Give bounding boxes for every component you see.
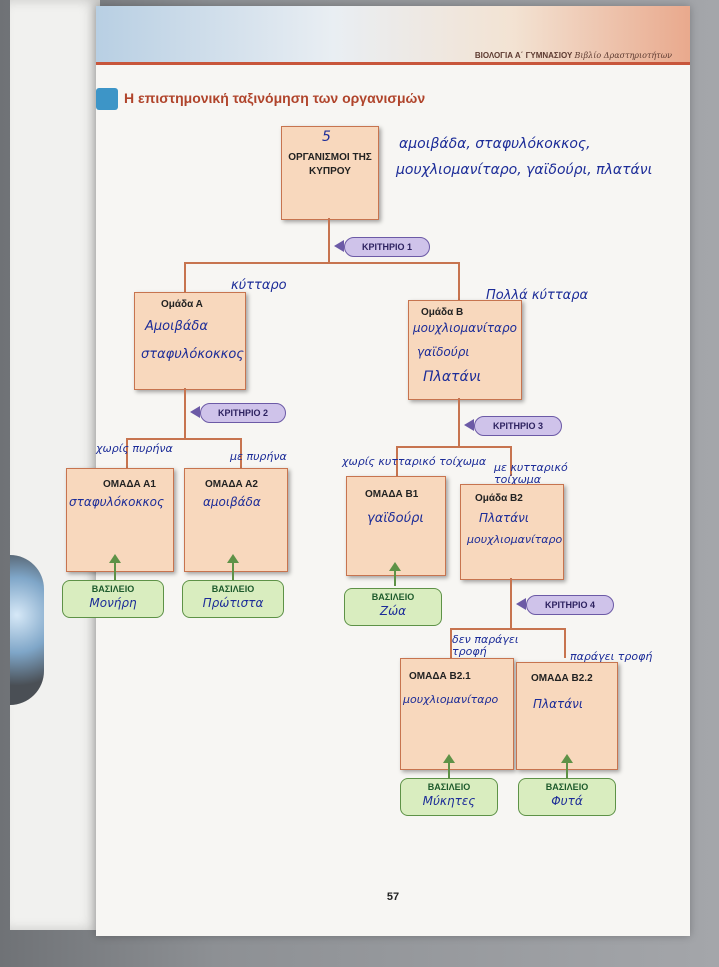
groupA-hw-2: σταφυλόκοκκος xyxy=(141,347,244,362)
connector xyxy=(184,262,460,264)
groupB-hw-3: Πλατάνι xyxy=(423,369,482,385)
header-band xyxy=(96,6,690,64)
criterion-1: ΚΡΙΤΗΡΙΟ 1 xyxy=(344,237,430,257)
connector xyxy=(458,262,460,300)
connector xyxy=(396,446,398,476)
connector xyxy=(510,578,512,628)
groupB2-box: Ομάδα Β2 Πλατάνι μουχλιομανίταρο xyxy=(460,484,564,580)
kingdom-label: ΒΑΣΙΛΕΙΟ xyxy=(371,592,415,602)
kingdom-B1-hw: Ζώα xyxy=(379,604,407,618)
groupB-hw-2: γαϊδούρι xyxy=(417,345,470,359)
groupA2-hw-above: με πυρήνα xyxy=(230,450,287,463)
groupB2-hw-1: Πλατάνι xyxy=(479,511,529,525)
groupB22-hw-above: παράγει τροφή xyxy=(570,650,653,663)
groupB22-box: ΟΜΑΔΑ Β2.2 Πλατάνι xyxy=(516,662,618,770)
criterion-4: ΚΡΙΤΗΡΙΟ 4 xyxy=(526,595,614,615)
criterion-3: ΚΡΙΤΗΡΙΟ 3 xyxy=(474,416,562,436)
groupB-box: Ομάδα Β μουχλιομανίταρο γαϊδούρι Πλατάνι xyxy=(408,300,522,400)
groupB2-hw-above: με κυτταρικό τοίχωμα xyxy=(494,461,568,486)
criterion-arrow xyxy=(190,406,200,418)
groupB1-box: ΟΜΑΔΑ Β1 γαϊδούρι xyxy=(346,476,446,576)
groupB21-hw-above: δεν παράγει τροφή xyxy=(452,633,519,658)
groupA-hw-above: κύτταρο xyxy=(231,278,287,293)
kingdom-A1-hw: Μονήρη xyxy=(89,596,137,610)
criterion-arrow xyxy=(464,419,474,431)
connector xyxy=(450,628,566,630)
up-arrow xyxy=(109,554,121,580)
groupB21-hw: μουχλιομανίταρο xyxy=(403,693,499,706)
kingdom-label: ΒΑΣΙΛΕΙΟ xyxy=(427,782,471,792)
kingdom-B22-hw: Φυτά xyxy=(551,794,583,808)
groupB21-box: ΟΜΑΔΑ Β2.1 μουχλιομανίταρο xyxy=(400,658,514,770)
kingdom-B22: ΒΑΣΙΛΕΙΟ Φυτά xyxy=(518,778,616,816)
connector xyxy=(126,438,242,440)
connector xyxy=(396,446,512,448)
groupA2-label: ΟΜΑΔΑ Α2 xyxy=(205,479,258,490)
groupB22-hw: Πλατάνι xyxy=(533,697,583,711)
groupA1-hw: σταφυλόκοκκος xyxy=(69,495,164,509)
groupB21-label: ΟΜΑΔΑ Β2.1 xyxy=(409,671,471,682)
groupB-hw-above: Πολλά κύτταρα xyxy=(486,288,589,303)
up-arrow xyxy=(443,754,455,778)
up-arrow xyxy=(561,754,573,778)
root-hw-number: 5 xyxy=(322,129,331,145)
left-page xyxy=(10,0,100,930)
groupA-hw-1: Αμοιβάδα xyxy=(145,319,208,334)
root-hw-line-2: μουχλιομανίταρο, γαϊδούρι, πλατάνι xyxy=(396,162,653,178)
groupA2-hw: αμοιβάδα xyxy=(203,495,261,509)
kingdom-A2: ΒΑΣΙΛΕΙΟ Πρώτιστα xyxy=(182,580,284,618)
header-rule xyxy=(96,62,690,65)
connector xyxy=(184,262,186,292)
connector xyxy=(510,446,512,476)
groupA-label: Ομάδα Α xyxy=(161,299,203,310)
criterion-2: ΚΡΙΤΗΡΙΟ 2 xyxy=(200,403,286,423)
connector xyxy=(184,388,186,438)
kingdom-A1: ΒΑΣΙΛΕΙΟ Μονήρη xyxy=(62,580,164,618)
connector xyxy=(240,438,242,468)
up-arrow xyxy=(227,554,239,580)
groupB2-label: Ομάδα Β2 xyxy=(475,493,523,504)
section-icon xyxy=(96,88,118,110)
groupB-label: Ομάδα Β xyxy=(421,307,464,318)
connector xyxy=(450,628,452,658)
groupA-box: Ομάδα Α Αμοιβάδα σταφυλόκοκκος xyxy=(134,292,246,390)
left-page-photo xyxy=(10,555,44,705)
connector xyxy=(564,628,566,658)
groupB22-label: ΟΜΑΔΑ Β2.2 xyxy=(531,673,593,684)
groupB1-label: ΟΜΑΔΑ Β1 xyxy=(365,489,419,500)
groupA1-hw-above: χωρίς πυρήνα xyxy=(96,442,173,455)
groupA1-label: ΟΜΑΔΑ Α1 xyxy=(103,479,156,490)
groupA2-box: ΟΜΑΔΑ Α2 αμοιβάδα xyxy=(184,468,288,572)
kingdom-B21-hw: Μύκητες xyxy=(422,794,476,808)
section-title: Η επιστημονική ταξινόμηση των οργανισμών xyxy=(124,90,426,106)
kingdom-label: ΒΑΣΙΛΕΙΟ xyxy=(91,584,135,594)
root-label: ΟΡΓΑΝΙΣΜΟΙ ΤΗΣ ΚΥΠΡΟΥ xyxy=(288,152,372,177)
kingdom-B21: ΒΑΣΙΛΕΙΟ Μύκητες xyxy=(400,778,498,816)
groupB1-hw: γαϊδούρι xyxy=(367,511,424,526)
root-hw-line-1: αμοιβάδα, σταφυλόκοκκος, xyxy=(399,136,591,152)
criterion-arrow xyxy=(334,240,344,252)
up-arrow xyxy=(389,562,401,586)
kingdom-label: ΒΑΣΙΛΕΙΟ xyxy=(545,782,589,792)
kingdom-A2-hw: Πρώτιστα xyxy=(202,596,264,610)
criterion-arrow xyxy=(516,598,526,610)
kingdom-label: ΒΑΣΙΛΕΙΟ xyxy=(211,584,255,594)
connector xyxy=(458,398,460,446)
connector xyxy=(126,438,128,468)
page-number: 57 xyxy=(386,891,400,903)
kingdom-B1: ΒΑΣΙΛΕΙΟ Ζώα xyxy=(344,588,442,626)
groupA1-box: ΟΜΑΔΑ Α1 σταφυλόκοκκος xyxy=(66,468,174,572)
groupB2-hw-2: μουχλιομανίταρο xyxy=(467,533,563,546)
groupB-hw-1: μουχλιομανίταρο xyxy=(413,321,517,335)
workbook-page: ΒΙΟΛΟΓΙΑ Α΄ ΓΥΜΝΑΣΙΟΥ Βιβλίο Δραστηριοτή… xyxy=(62,6,690,936)
running-header: ΒΙΟΛΟΓΙΑ Α΄ ΓΥΜΝΑΣΙΟΥ Βιβλίο Δραστηριοτή… xyxy=(474,51,672,60)
root-box: 5 ΟΡΓΑΝΙΣΜΟΙ ΤΗΣ ΚΥΠΡΟΥ xyxy=(281,126,379,220)
connector xyxy=(328,218,330,262)
groupB1-hw-above: χωρίς κυτταρικό τοίχωμα xyxy=(342,455,487,468)
